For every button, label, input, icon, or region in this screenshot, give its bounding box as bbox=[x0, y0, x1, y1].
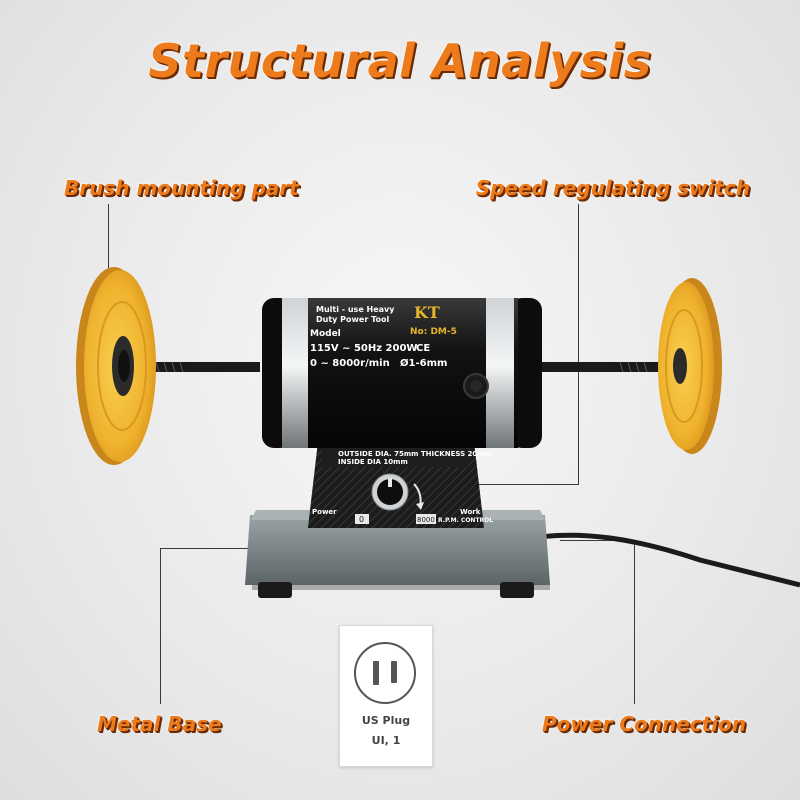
page-title: Structural Analysis bbox=[148, 34, 652, 88]
buffing-wheel-right bbox=[658, 278, 722, 454]
motor-speed: 0 ~ 8000r/min bbox=[310, 358, 390, 369]
panel-work-text: Work bbox=[460, 508, 481, 516]
motor-chuck: Ø1-6mm bbox=[400, 357, 447, 369]
label-speed-switch: Speed regulating switch bbox=[475, 176, 750, 200]
outlet-prong-left bbox=[373, 661, 379, 685]
panel-zero-text: 0 bbox=[359, 515, 364, 524]
panel-dims-line2: INSIDE DIA 10mm bbox=[338, 458, 408, 466]
leader-base-horizontal bbox=[160, 548, 250, 549]
label-metal-base: Metal Base bbox=[97, 712, 222, 736]
motor-model-label: Model bbox=[310, 329, 341, 339]
motor-line1: Multi - use Heavy bbox=[316, 305, 395, 314]
power-cord bbox=[519, 532, 800, 588]
control-panel-plate bbox=[322, 447, 468, 467]
speed-knob bbox=[377, 479, 403, 505]
motor-line2: Duty Power Tool bbox=[316, 315, 389, 324]
motor-ce: CE bbox=[416, 343, 430, 354]
base-foot-right bbox=[500, 582, 534, 598]
shaft-right bbox=[540, 362, 670, 372]
leader-power-vertical bbox=[634, 540, 635, 704]
motor-brand: KT bbox=[414, 303, 440, 322]
label-power-connection: Power Connection bbox=[542, 712, 746, 736]
motor-model-no: No: DM-5 bbox=[410, 327, 457, 337]
panel-power-text: Power bbox=[312, 508, 337, 516]
leader-brush bbox=[108, 204, 109, 268]
panel-max-text: 8000 bbox=[417, 516, 435, 524]
us-plug-card: US Plug UI, 1 bbox=[339, 625, 433, 767]
shaft-left bbox=[120, 362, 260, 372]
label-brush-mounting: Brush mounting part bbox=[64, 176, 299, 200]
base-foot-left bbox=[258, 582, 292, 598]
leader-base-vertical bbox=[160, 548, 161, 704]
leader-power-horizontal bbox=[560, 540, 635, 541]
panel-dims-line1: OUTSIDE DIA. 75mm THICKNESS 20mm bbox=[338, 450, 492, 458]
plug-cert: UI, 1 bbox=[371, 734, 401, 747]
panel-rpm-text: R.P.M. CONTROL bbox=[438, 517, 493, 524]
motor-spec: 115V ~ 50Hz 200W bbox=[310, 343, 417, 354]
leader-speed-horizontal bbox=[410, 484, 579, 485]
motor-body bbox=[262, 298, 542, 448]
plug-name: US Plug bbox=[361, 714, 411, 727]
outlet-prong-right bbox=[391, 661, 397, 683]
leader-speed-vertical bbox=[578, 204, 579, 484]
metal-base bbox=[245, 515, 550, 585]
outlet-icon bbox=[354, 642, 416, 704]
buffing-wheel-left bbox=[76, 267, 156, 465]
